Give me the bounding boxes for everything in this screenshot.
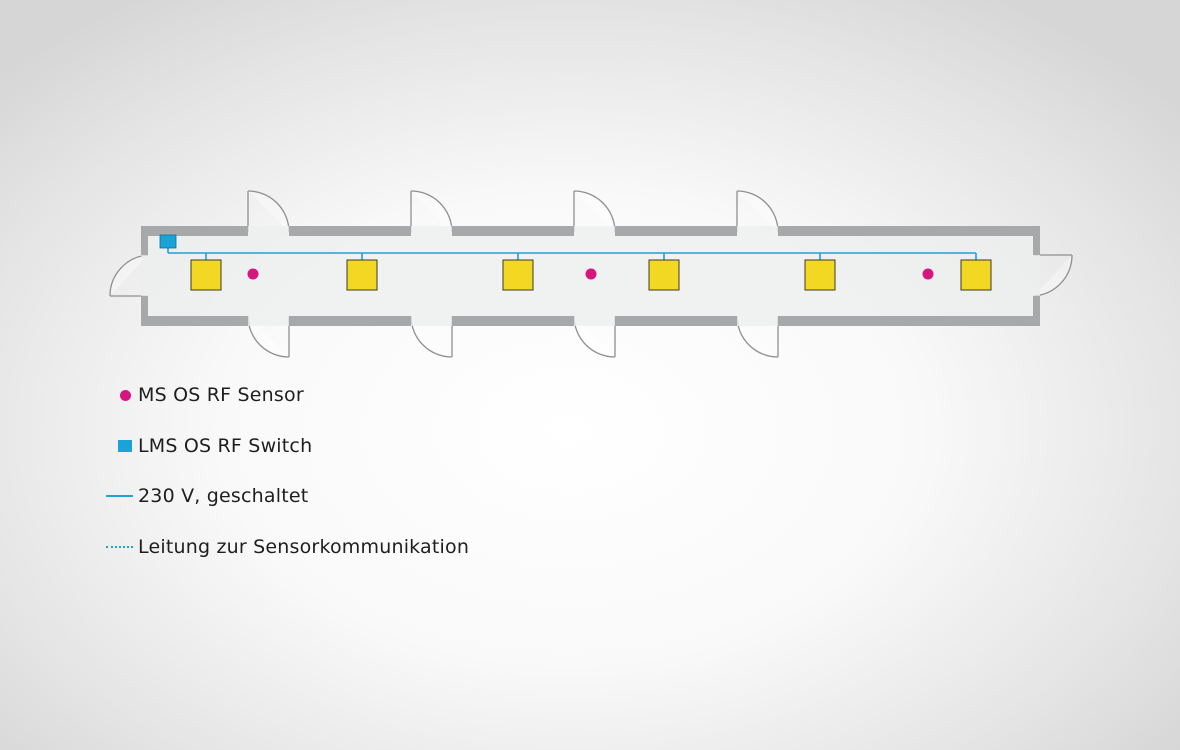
wall-top-segment <box>615 226 737 236</box>
ms-os-rf-sensor <box>247 268 259 280</box>
sensors <box>247 268 934 280</box>
legend: MS OS RF Sensor LMS OS RF Switch 230 V, … <box>100 380 600 570</box>
blue-square-icon <box>118 440 132 452</box>
luminaire <box>648 259 680 291</box>
legend-label-sensor: MS OS RF Sensor <box>138 384 304 406</box>
door-right-end <box>1033 254 1073 297</box>
doors <box>109 190 1073 358</box>
wall-bottom-segment <box>778 316 1040 326</box>
wall-bottom-segment <box>141 316 248 326</box>
wall-top-segment <box>778 226 1040 236</box>
solid-line-icon <box>106 495 133 497</box>
magenta-dot-icon <box>120 390 131 401</box>
wall-bottom-segment <box>452 316 574 326</box>
lms-os-rf-switch <box>159 234 177 249</box>
wall-top-segment <box>452 226 574 236</box>
wall-top-segment <box>141 226 248 236</box>
wall-left-segment <box>141 296 148 326</box>
luminaire <box>346 259 378 291</box>
legend-item-sensor: MS OS RF Sensor <box>100 380 304 410</box>
wall-right-segment <box>1033 226 1040 255</box>
door-top-1 <box>247 190 290 233</box>
legend-label-sensor-line: Leitung zur Sensorkommunikation <box>138 536 470 558</box>
door-top-4 <box>736 190 779 233</box>
legend-item-power-line: 230 V, geschaltet <box>100 481 308 511</box>
legend-label-switch: LMS OS RF Switch <box>138 435 313 457</box>
legend-item-switch: LMS OS RF Switch <box>100 431 312 461</box>
luminaire <box>190 259 222 291</box>
legend-label-power-line: 230 V, geschaltet <box>138 485 309 507</box>
ms-os-rf-sensor <box>922 268 934 280</box>
wall-bottom-segment <box>289 316 411 326</box>
luminaire <box>804 259 836 291</box>
dotted-line-icon <box>106 546 133 548</box>
ms-os-rf-sensor <box>585 268 597 280</box>
door-top-2 <box>410 190 453 233</box>
luminaire <box>502 259 534 291</box>
wall-left-segment <box>141 226 148 255</box>
walls <box>141 226 1040 326</box>
wall-right-segment <box>1033 296 1040 326</box>
legend-item-sensor-line: Leitung zur Sensorkommunikation <box>100 532 469 562</box>
door-top-3 <box>573 190 616 233</box>
wall-bottom-segment <box>615 316 737 326</box>
wall-top-segment <box>289 226 411 236</box>
luminaires <box>190 259 992 291</box>
corridor-floor-plan <box>109 190 1073 358</box>
luminaire <box>960 259 992 291</box>
